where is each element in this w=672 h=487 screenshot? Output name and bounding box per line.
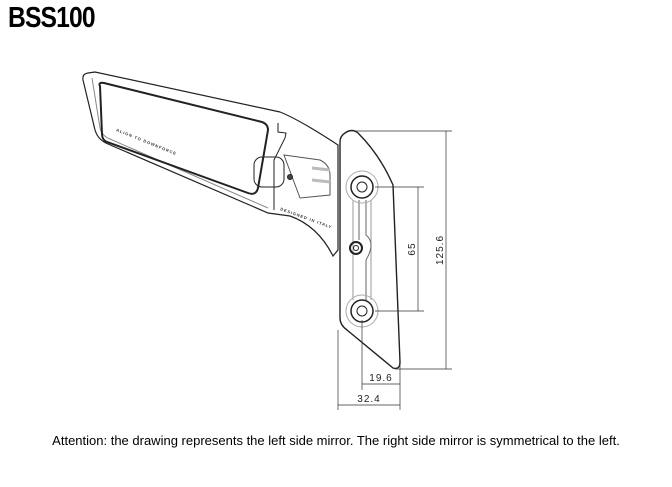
dimension-line-width: [337, 330, 400, 410]
mirror-body-outline: [82, 71, 339, 258]
upper-bolt: [345, 170, 379, 204]
hinge-joint: [273, 123, 287, 210]
hinge-screw: [287, 174, 293, 180]
dimension-line-bolt-spacing: [375, 186, 424, 312]
dimension-line-bolt-offset: [361, 320, 401, 410]
mirror-body-inner-edge: [91, 77, 269, 209]
engraving-designed: DESIGNED IN ITALY: [280, 206, 333, 230]
hinge-barrel: [253, 156, 285, 188]
dimension-line-height: [350, 130, 452, 370]
mount-plate: [339, 129, 401, 370]
dimension-offset-label: 19.6: [369, 373, 392, 384]
dimension-spacing-label: 65: [407, 242, 418, 255]
dimension-width-label: 32.4: [357, 394, 380, 405]
product-title: BSS100: [8, 2, 96, 34]
dimension-height-label: 125.6: [435, 235, 446, 265]
attention-caption: Attention: the drawing represents the le…: [52, 433, 620, 448]
center-screw: [349, 241, 363, 255]
mirror-glass: [98, 81, 270, 195]
